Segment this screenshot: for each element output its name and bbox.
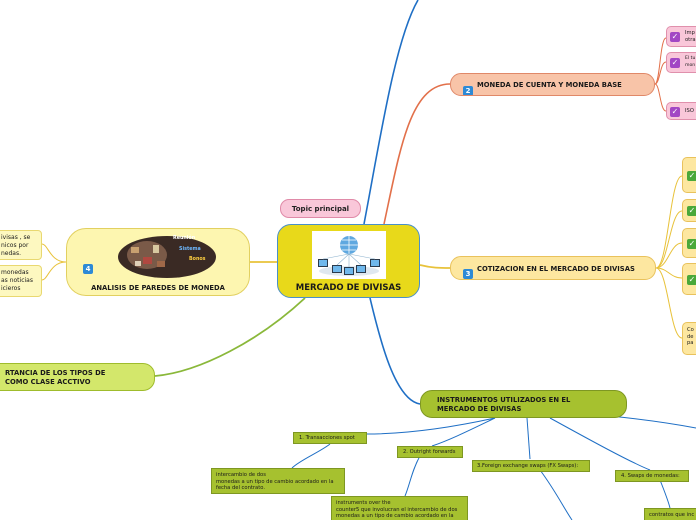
instrument-spot-detail-text: intercambio de dos monedas a un tipo de … [216,472,334,492]
central-topic-node[interactable]: MERCADO DE DIVISAS [277,224,420,298]
branch-instrumentos[interactable]: INSTRUMENTOS UTILIZADOS EN EL MERCADO DE… [420,390,627,418]
subtopic-cotizacion-3[interactable]: ✓ [682,228,696,258]
instrument-currency-swaps[interactable]: 4. Swaps de monedas: [615,470,689,482]
branch-cotizacion[interactable]: 3 COTIZACION EN EL MERCADO DE DIVISAS [450,256,656,280]
instrument-currency-swaps-detail[interactable]: contratos que inc [644,508,696,520]
subtopic-cotizacion-5-text: Co de pa [687,327,694,347]
subtopic-moneda-1-text: Imp otra [685,30,696,43]
branch-number-badge: 3 [463,268,473,279]
checkmark-icon: ✓ [687,206,696,216]
checkmark-icon: ✓ [687,275,696,285]
checkmark-icon: ✓ [687,239,696,249]
instrument-outright-detail[interactable]: instruments over the counter5 que involu… [331,496,468,520]
checkmark-icon: ✓ [670,32,680,42]
central-topic-label: MERCADO DE DIVISAS [295,283,402,293]
subtopic-moneda-2-text: El tu mon [685,56,696,68]
instrument-outright[interactable]: 2. Outright forwards [397,446,463,458]
branch-number-badge: 4 [83,263,93,274]
subtopic-moneda-1[interactable]: ✓ Imp otra [666,26,696,47]
globe-network-icon [312,231,386,279]
branch-number-badge: 2 [463,85,473,95]
instrument-outright-detail-text: instruments over the counter5 que involu… [336,500,458,520]
instrument-currency-swaps-label: 4. Swaps de monedas: [621,473,680,479]
instrument-outright-label: 2. Outright forwards [403,449,456,455]
subtopic-cotizacion-1[interactable]: ✓ [682,157,696,193]
instrument-currency-swaps-detail-text: contratos que inc [649,512,695,518]
analisis-note-1-text: ivisas , se nicos por nedas. [1,234,31,257]
image-word-3: Bonos [189,257,206,262]
subtopic-cotizacion-5[interactable]: Co de pa [682,322,696,355]
branch-importancia[interactable]: RTANCIA DE LOS TIPOS DE COMO CLASE ACCTI… [0,363,155,391]
branch-instrumentos-label: INSTRUMENTOS UTILIZADOS EN EL MERCADO DE… [437,396,571,413]
image-word-2: Sistema [179,247,201,252]
checkmark-icon: ✓ [687,171,696,181]
instrument-spot-label: 1. Transacciones spot [299,435,355,441]
branch-importancia-label: RTANCIA DE LOS TIPOS DE COMO CLASE ACCTI… [5,369,106,386]
branch-cotizacion-label: COTIZACION EN EL MERCADO DE DIVISAS [477,265,635,273]
branch-analisis[interactable]: 4 Reunión Sistema Bonos ANALISIS DE PARE… [66,228,250,296]
subtopic-moneda-3-text: ISO [685,108,694,114]
subtopic-moneda-2[interactable]: ✓ El tu mon [666,52,696,73]
image-word-1: Reunión [173,236,196,241]
analisis-image: Reunión Sistema Bonos [117,235,217,279]
analisis-note-2[interactable]: monedas as noticias icieros [0,265,42,297]
branch-moneda-cuenta-label: MONEDA DE CUENTA Y MONEDA BASE [477,81,622,89]
instrument-fx-swaps-label: 3.Foreign exchange swaps (FX Swaps): [477,463,579,469]
checkmark-icon: ✓ [670,58,680,68]
subtopic-cotizacion-2[interactable]: ✓ [682,199,696,222]
branch-analisis-label: ANALISIS DE PAREDES DE MONEDA [91,284,225,292]
instrument-spot-detail[interactable]: intercambio de dos monedas a un tipo de … [211,468,345,494]
subtopic-moneda-3[interactable]: ✓ ISO [666,102,696,120]
instrument-fx-swaps[interactable]: 3.Foreign exchange swaps (FX Swaps): [472,460,590,472]
branch-moneda-cuenta[interactable]: 2 MONEDA DE CUENTA Y MONEDA BASE [450,73,655,96]
subtopic-cotizacion-4[interactable]: ✓ [682,263,696,295]
topic-principal-node[interactable]: Topic principal [280,199,361,218]
instrument-spot[interactable]: 1. Transacciones spot [293,432,367,444]
analisis-note-1[interactable]: ivisas , se nicos por nedas. [0,230,42,260]
checkmark-icon: ✓ [670,107,680,117]
analisis-note-2-text: monedas as noticias icieros [1,269,33,292]
topic-principal-label: Topic principal [291,205,350,213]
